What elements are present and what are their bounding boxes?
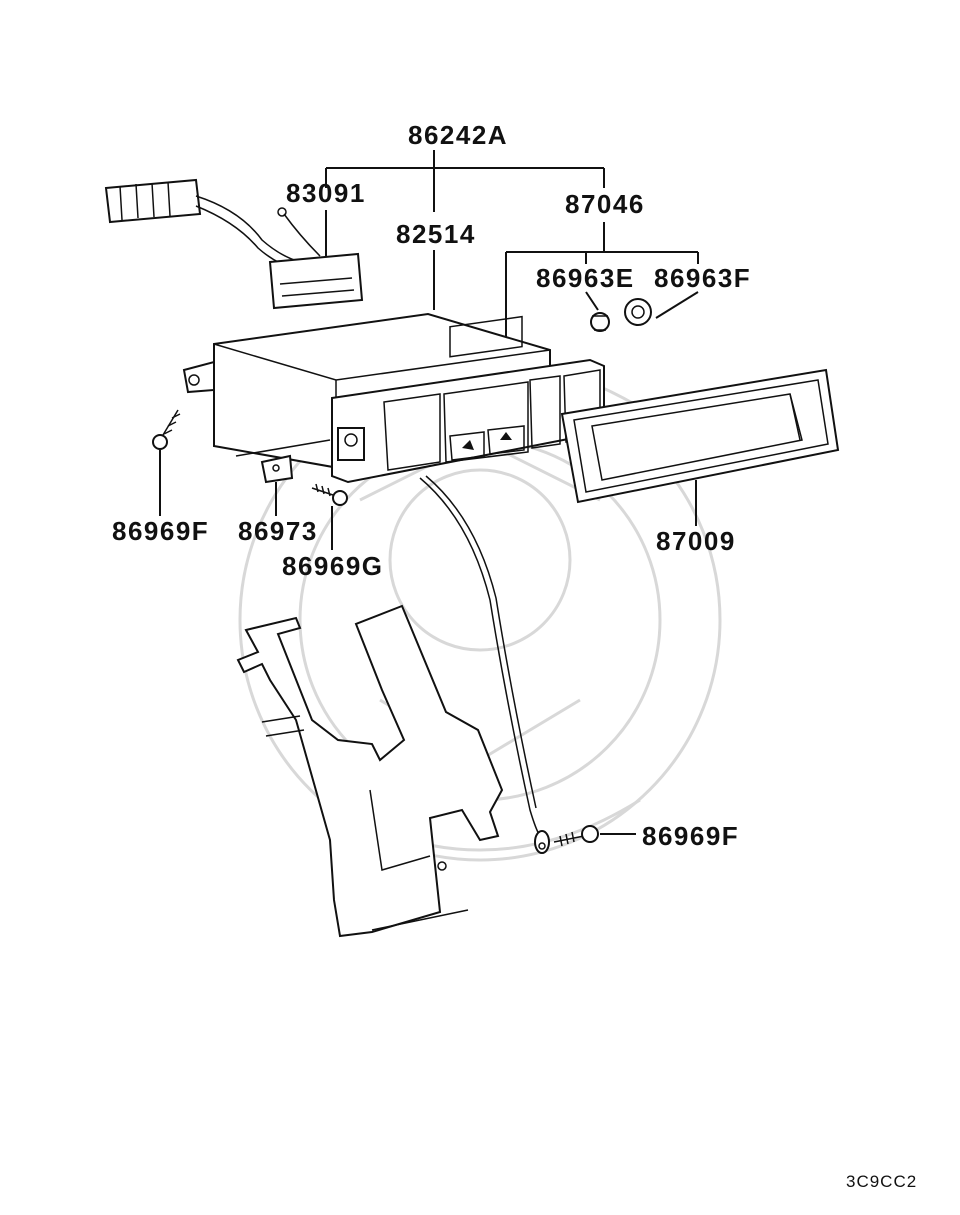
- label-82514: 82514: [396, 219, 476, 249]
- label-86963E: 86963E: [536, 263, 635, 293]
- screw-86969F-left: [152, 409, 181, 516]
- label-86969F-right: 86969F: [642, 821, 740, 851]
- label-86963F: 86963F: [654, 263, 752, 293]
- wiring-harness-connector: [104, 178, 364, 310]
- label-86969F-left: 86969F: [112, 516, 210, 546]
- label-83091: 83091: [286, 178, 366, 208]
- screw-86969F-right: [553, 825, 636, 847]
- bulb-86963F: [624, 298, 652, 326]
- label-86242A: 86242A: [408, 120, 509, 150]
- label-87009: 87009: [656, 526, 736, 556]
- label-86973: 86973: [238, 516, 318, 546]
- clip-86973: [235, 439, 331, 516]
- bulb-86963E: [590, 312, 610, 332]
- mounting-bracket: [236, 604, 504, 938]
- label-87046: 87046: [565, 189, 645, 219]
- ground-cable: [419, 475, 550, 854]
- screw-86969G: [311, 483, 348, 550]
- leader-86242A: [325, 150, 605, 212]
- diagram-ref-code: 3C9CC2: [846, 1172, 918, 1191]
- bezel-frame: [560, 368, 840, 504]
- label-86969G: 86969G: [282, 551, 384, 581]
